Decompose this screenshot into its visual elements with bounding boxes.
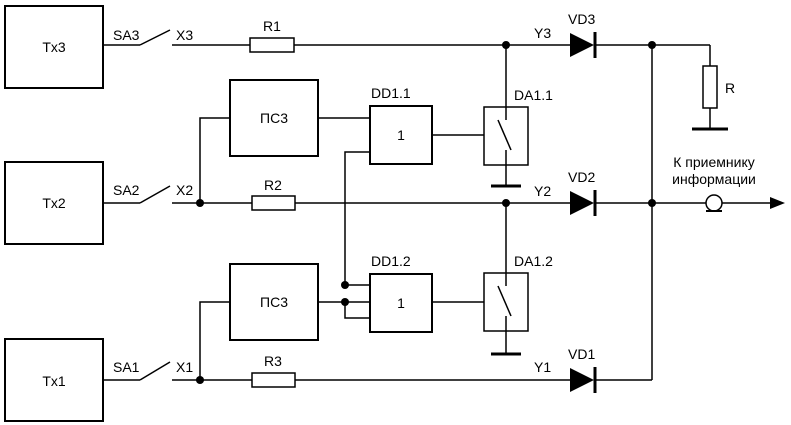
switch-sa2: SA2 xyxy=(103,182,171,204)
resistor-r3: R3 xyxy=(251,353,296,388)
logic-dd12-value: 1 xyxy=(397,295,405,311)
switch-sa3-label: SA3 xyxy=(113,27,140,43)
source-tx1-label: Tx1 xyxy=(42,373,66,389)
switch-sa2-label: SA2 xyxy=(113,182,140,198)
logic-dd11: 1 DD1.1 xyxy=(369,85,433,165)
diode-vd3-label: VD3 xyxy=(568,11,595,27)
analog-switch-da12: DA1.2 xyxy=(483,203,553,356)
resistor-r2-label: R2 xyxy=(264,177,282,193)
source-tx3: Tx3 xyxy=(4,5,104,89)
resistor-r: R xyxy=(702,65,735,109)
resistor-r1-label: R1 xyxy=(263,18,281,34)
pulse-block-bottom-label: ПС3 xyxy=(260,294,288,310)
resistor-r2: R2 xyxy=(251,177,296,211)
logic-dd11-name: DD1.1 xyxy=(371,85,411,101)
receiver-output: К приемнику информации xyxy=(672,154,785,212)
receiver-label-line1: К приемнику xyxy=(673,154,754,170)
node-y1-label: Y1 xyxy=(534,359,551,375)
node-x1-label: X1 xyxy=(176,359,193,375)
resistor-r-label: R xyxy=(725,80,735,96)
switch-sa3: SA3 xyxy=(103,27,171,46)
diode-vd3: VD3 xyxy=(568,11,597,58)
junction-dd12-in0 xyxy=(341,281,349,289)
diode-vd2-label: VD2 xyxy=(568,169,595,185)
junction-x1 xyxy=(196,376,204,384)
pulse-block-top: ПС3 xyxy=(229,79,319,157)
wire-cross-lower xyxy=(344,302,370,319)
node-x2-label: X2 xyxy=(176,182,193,198)
analog-switch-da11-label: DA1.1 xyxy=(514,87,553,103)
resistor-r3-label: R3 xyxy=(264,353,282,369)
diode-vd1-label: VD1 xyxy=(568,346,595,362)
source-tx2-label: Tx2 xyxy=(42,195,66,211)
resistor-r1: R1 xyxy=(249,18,295,53)
node-y3-label: Y3 xyxy=(534,25,551,41)
source-tx3-label: Tx3 xyxy=(42,39,66,55)
receiver-label-line2: информации xyxy=(672,171,756,187)
switch-sa1-label: SA1 xyxy=(113,359,140,375)
logic-dd12-name: DD1.2 xyxy=(371,253,411,269)
node-y2-label: Y2 xyxy=(534,183,551,199)
switch-sa1: SA1 xyxy=(103,359,171,381)
pulse-block-top-label: ПС3 xyxy=(260,110,288,126)
diode-vd2: VD2 xyxy=(568,169,597,216)
analog-switch-da11: DA1.1 xyxy=(483,45,553,188)
source-tx2: Tx2 xyxy=(4,161,104,245)
wire-cross-upper xyxy=(344,151,370,286)
junction-x2 xyxy=(196,199,204,207)
wire-x2-ps3 xyxy=(199,117,230,203)
diode-vd1: VD1 xyxy=(568,346,597,393)
analog-switch-da12-label: DA1.2 xyxy=(514,253,553,269)
pulse-block-bottom: ПС3 xyxy=(229,263,319,341)
wire-x1-ps3 xyxy=(199,301,230,380)
logic-dd12: 1 DD1.2 xyxy=(369,253,433,333)
source-tx1: Tx1 xyxy=(4,338,104,422)
logic-dd11-value: 1 xyxy=(397,127,405,143)
node-x3-label: X3 xyxy=(176,27,193,43)
